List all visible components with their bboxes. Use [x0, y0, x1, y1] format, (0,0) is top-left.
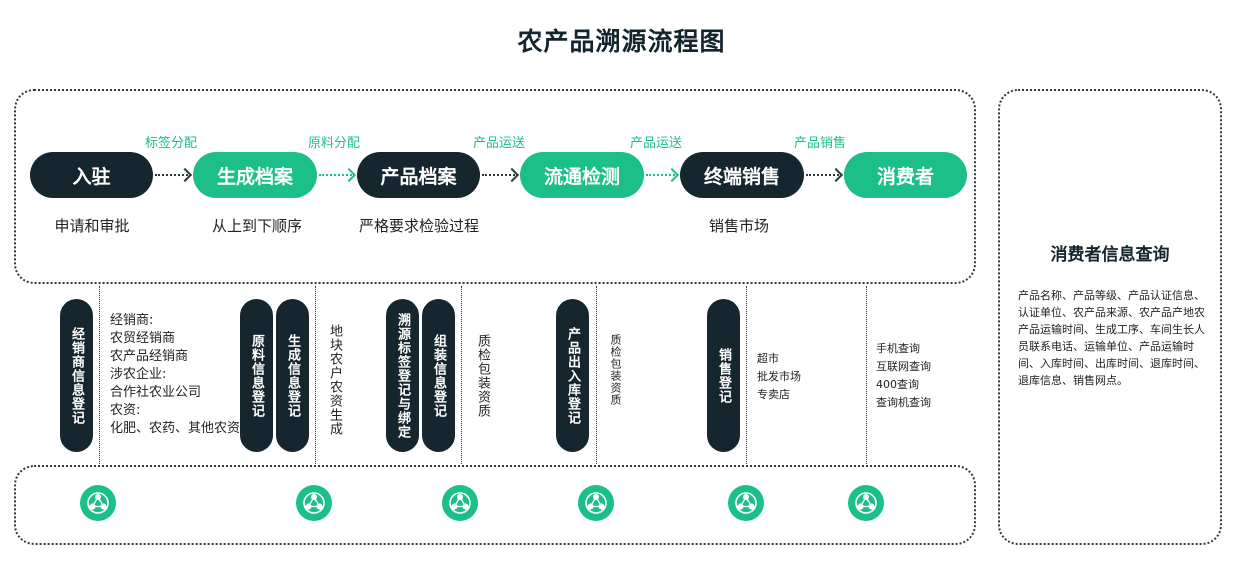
column-divider — [99, 286, 100, 464]
assembly-register-pill: 组装信息登记 — [422, 299, 455, 452]
step-desc-2: 从上到下顺序 — [211, 217, 302, 235]
query-line: 查询机查询 — [876, 396, 931, 409]
material-register-pill: 原料信息登记 — [240, 299, 273, 452]
column-divider — [315, 286, 316, 464]
network-icon — [80, 485, 116, 521]
query-line: 400查询 — [876, 378, 919, 391]
step-desc-1: 申请和审批 — [54, 217, 130, 235]
dealer-line: 合作社农业公司 — [110, 385, 202, 400]
consumer-panel-text: 产品名称、产品等级、产品认证信息、认证单位、农产品来源、农产品产地农产品运输时间… — [1018, 289, 1205, 387]
warehouse-register-pill: 产品出入库登记 — [556, 299, 589, 452]
step-pill-4: 流通检测 — [520, 152, 644, 198]
page-title: 农产品溯源流程图 — [517, 27, 726, 56]
column-divider — [596, 286, 597, 464]
market-line: 超市 — [757, 352, 779, 365]
land-text: 地块农户农资生成 — [327, 324, 342, 436]
arrow-label-3: 产品运送 — [472, 136, 525, 151]
network-icon — [578, 485, 614, 521]
query-list: 手机查询 互联网查询 400查询 查询机查询 — [876, 340, 931, 412]
arrow-label-5: 产品销售 — [793, 136, 846, 151]
dealer-line: 化肥、农药、其他农资 — [110, 421, 241, 436]
dealer-line: 农贸经销商 — [110, 331, 176, 346]
network-icon — [442, 485, 478, 521]
arrow-3 — [482, 174, 515, 176]
arrow-1 — [155, 174, 188, 176]
step-pill-5: 终端销售 — [680, 152, 804, 198]
dealer-line: 涉农企业: — [110, 367, 167, 382]
market-line: 批发市场 — [757, 370, 801, 383]
dealer-line: 经销商: — [110, 313, 154, 328]
arrow-2 — [319, 174, 352, 176]
step-desc-5: 销售市场 — [708, 217, 769, 235]
column-divider — [461, 286, 462, 464]
trace-label-pill: 溯源标签登记与绑定 — [386, 299, 419, 452]
dealer-register-pill: 经销商信息登记 — [60, 299, 93, 452]
arrow-5 — [806, 174, 839, 176]
dealer-line: 农资: — [110, 403, 141, 418]
step-desc-3: 严格要求检验过程 — [358, 217, 479, 235]
icon-box — [14, 465, 976, 545]
arrow-label-4: 产品运送 — [629, 136, 682, 151]
market-line: 专卖店 — [757, 388, 790, 401]
step-pill-2: 生成档案 — [193, 152, 317, 198]
network-icon — [848, 485, 884, 521]
consumer-panel-title: 消费者信息查询 — [1050, 245, 1170, 265]
network-icon — [296, 485, 332, 521]
step-pill-3: 产品档案 — [357, 152, 480, 198]
qc-text-1: 质检包装资质 — [475, 334, 490, 418]
qc-text-2: 质检包装资质 — [609, 334, 622, 406]
sales-register-pill: 销售登记 — [707, 299, 740, 452]
consumer-panel — [998, 89, 1222, 545]
arrow-label-2: 原料分配 — [307, 136, 360, 151]
step-pill-6: 消费者 — [844, 152, 967, 198]
production-register-pill: 生成信息登记 — [276, 299, 309, 452]
query-line: 互联网查询 — [876, 360, 931, 373]
arrow-label-1: 标签分配 — [144, 136, 197, 151]
column-divider — [746, 286, 747, 464]
arrow-4 — [646, 174, 675, 176]
market-list: 超市 批发市场 专卖店 — [757, 350, 801, 404]
query-line: 手机查询 — [876, 342, 920, 355]
flow-box — [14, 89, 976, 284]
dealer-line: 农产品经销商 — [110, 349, 189, 364]
column-divider — [866, 286, 867, 464]
network-icon — [728, 485, 764, 521]
step-pill-1: 入驻 — [30, 152, 153, 198]
dealer-list: 经销商: 农贸经销商 农产品经销商 涉农企业: 合作社农业公司 农资: 化肥、农… — [110, 312, 240, 438]
